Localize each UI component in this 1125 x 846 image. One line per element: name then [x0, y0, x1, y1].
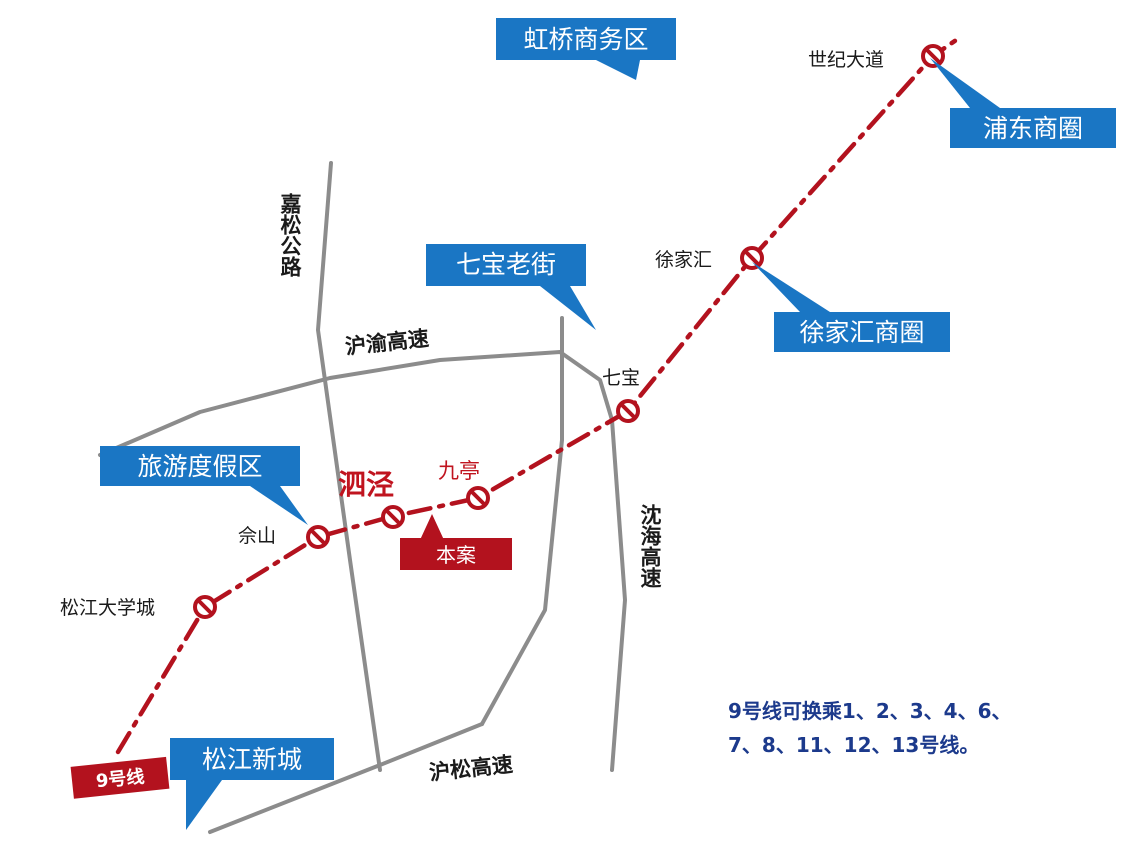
callout-hongqiao: 虹桥商务区 [496, 18, 676, 80]
label-jiasong-road: 嘉松公路 [278, 193, 302, 278]
label-jiuting: 九亭 [438, 459, 480, 483]
station-xujiahui [740, 246, 764, 270]
husong-expressway [208, 722, 484, 834]
jiasong-road [316, 161, 382, 772]
label-xujiahui: 徐家汇 [655, 249, 712, 271]
label-sijing: 泗泾 [338, 468, 394, 501]
transfer-note: 9号线可换乘1、2、3、4、6、 7、8、11、12、13号线。 [728, 694, 1088, 762]
callout-pudong-label: 浦东商圈 [983, 114, 1083, 143]
callout-xujiahui-label: 徐家汇商圈 [799, 318, 924, 347]
label-husong-expressway: 沪松高速 [428, 752, 514, 785]
callout-qibao-old-street: 七宝老街 [426, 244, 596, 330]
station-sheshan [306, 525, 330, 549]
station-qibao [616, 399, 640, 423]
station-songjiang-university-town [193, 595, 217, 619]
callout-pudong: 浦东商圈 [930, 58, 1116, 148]
line-9-tag: 9号线 [70, 756, 170, 799]
callout-xujiahui: 徐家汇商圈 [752, 262, 950, 352]
label-qibao: 七宝 [602, 367, 640, 389]
shen-hai-expressway [610, 418, 627, 772]
callout-resort-label: 旅游度假区 [137, 452, 262, 481]
metro-line-9 [115, 33, 965, 755]
station-sijing [381, 505, 405, 529]
transfer-note-line-1: 9号线可换乘1、2、3、4、6、 [728, 699, 1012, 723]
callout-songjiang-new-city: 松江新城 [170, 738, 334, 830]
project-marker: 本案 [400, 514, 512, 570]
huyu-expressway [98, 350, 614, 457]
label-huyu-expressway: 沪渝高速 [344, 326, 430, 359]
line-9-tag-label: 9号线 [95, 765, 146, 792]
callout-songjiang-new-city-label: 松江新城 [202, 745, 302, 774]
roads [98, 161, 627, 834]
label-century-avenue: 世纪大道 [808, 49, 884, 71]
label-songjiang-university-town: 松江大学城 [60, 597, 155, 619]
station-century-avenue [921, 44, 945, 68]
transfer-note-line-2: 7、8、11、12、13号线。 [728, 733, 980, 757]
hushen-expressway [480, 316, 564, 726]
station-jiuting [466, 486, 490, 510]
callout-resort: 旅游度假区 [100, 446, 308, 525]
project-label: 本案 [436, 543, 476, 567]
label-sheshan: 佘山 [238, 525, 276, 547]
label-shen-hai-expressway: 沈海高速 [638, 503, 662, 588]
callout-qibao-old-street-label: 七宝老街 [456, 250, 556, 279]
callout-hongqiao-label: 虹桥商务区 [523, 25, 648, 54]
